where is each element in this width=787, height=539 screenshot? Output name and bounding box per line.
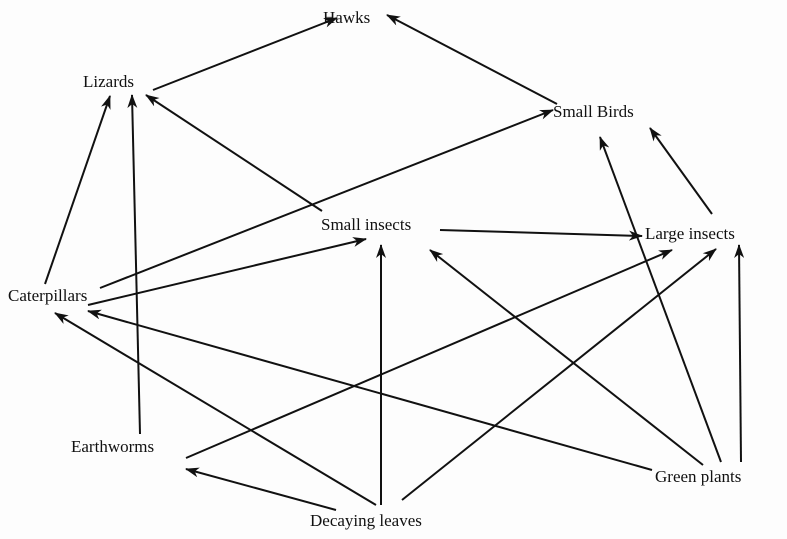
node-large-insects: Large insects — [645, 224, 735, 243]
node-decaying-leaves: Decaying leaves — [310, 511, 422, 530]
arrow-green-plants-to-small-insects — [429, 249, 704, 466]
arrow-earthworms-to-lizards — [127, 94, 141, 435]
arrow-small-birds-to-hawks — [386, 14, 558, 105]
arrow-lizards-to-hawks — [152, 17, 338, 91]
node-lizards: Lizards — [83, 72, 134, 91]
node-small-insects: Small insects — [321, 215, 412, 234]
arrow-earthworms-to-large-insects — [185, 249, 673, 459]
arrow-small-insects-to-large-insects — [439, 229, 643, 241]
arrow-green-plants-to-small-birds — [599, 136, 722, 463]
node-earthworms: Earthworms — [71, 437, 155, 456]
node-green-plants: Green plants — [655, 467, 742, 486]
arrow-green-plants-to-caterpillars — [87, 309, 653, 471]
arrow-decaying-leaves-to-caterpillars — [54, 312, 377, 506]
arrow-large-insects-to-small-birds — [649, 127, 713, 215]
arrow-small-insects-to-lizards — [145, 94, 323, 212]
arrow-caterpillars-to-lizards — [44, 95, 111, 285]
arrow-caterpillars-to-small-birds — [99, 109, 554, 289]
arrow-decaying-leaves-to-earthworms — [185, 467, 337, 511]
arrow-decaying-leaves-to-large-insects — [401, 248, 717, 501]
node-small-birds: Small Birds — [553, 102, 634, 121]
arrow-green-plants-to-large-insects — [734, 244, 745, 463]
node-caterpillars: Caterpillars — [8, 286, 88, 305]
node-hawks: Hawks — [323, 8, 371, 27]
arrow-caterpillars-to-small-insects — [87, 237, 367, 306]
